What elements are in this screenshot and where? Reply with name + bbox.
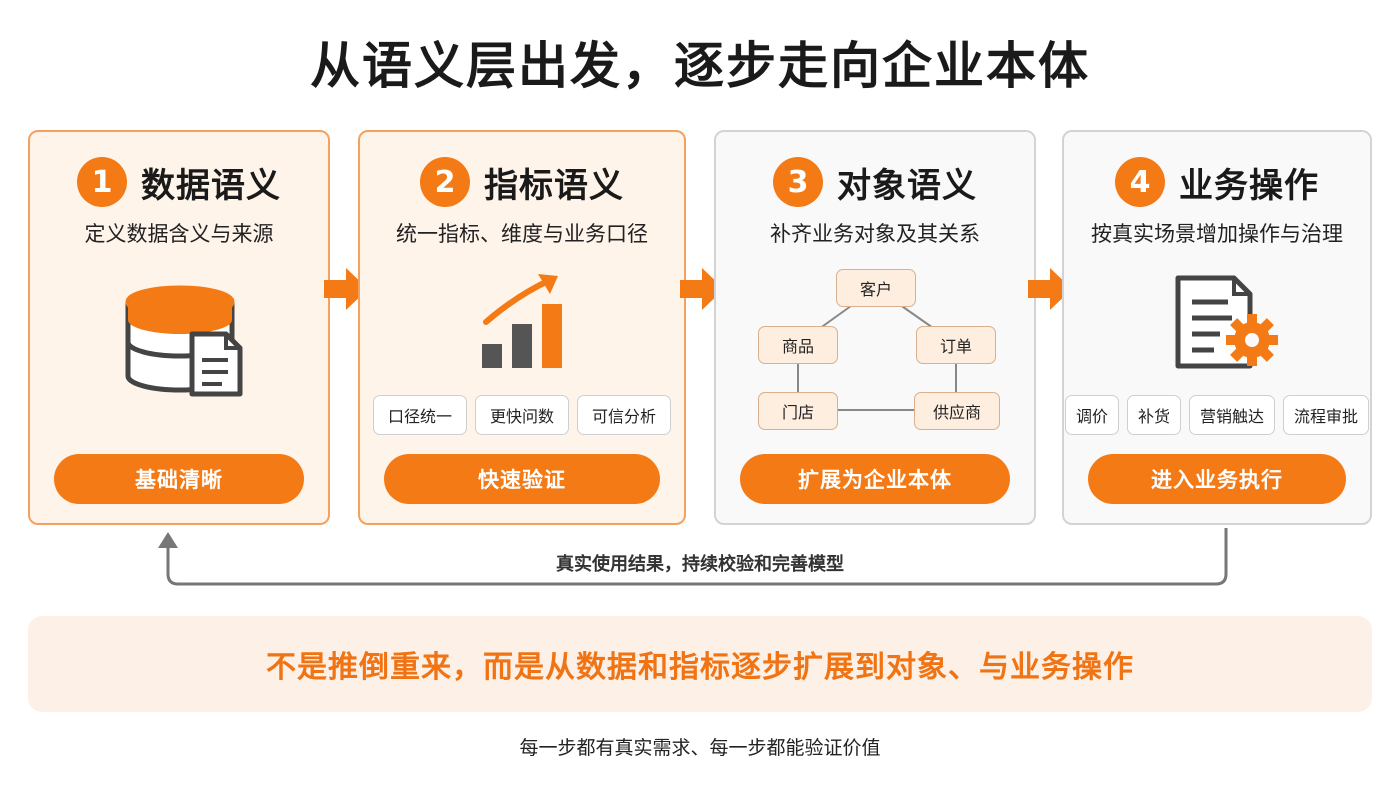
tag-item[interactable]: 补货 xyxy=(1126,395,1181,435)
step-header: 3 对象语义 xyxy=(716,156,1034,208)
arrow-right-icon xyxy=(1028,268,1072,314)
step-subtitle: 补齐业务对象及其关系 xyxy=(770,222,980,246)
step-header: 1 数据语义 xyxy=(30,156,328,208)
step-title: 对象语义 xyxy=(837,165,977,206)
step-number-badge: 1 xyxy=(77,157,127,207)
graph-node[interactable]: 商品 xyxy=(758,326,838,364)
tag-item[interactable]: 流程审批 xyxy=(1283,395,1370,435)
step-number-badge: 3 xyxy=(773,157,823,207)
bar-chart-growth-icon xyxy=(476,270,572,374)
summary-banner: 不是推倒重来，而是从数据和指标逐步扩展到对象、与业务操作 xyxy=(28,616,1372,712)
object-graph-icon: 客户 商品 订单 门店 供应商 xyxy=(716,264,1038,444)
step-title: 业务操作 xyxy=(1179,165,1319,206)
step-card-object-semantics: 3 对象语义 补齐业务对象及其关系 客户 商品 订单 门店 供应商 扩展为企业本… xyxy=(714,130,1036,525)
arrow-right-icon xyxy=(680,268,724,314)
step-result-button[interactable]: 基础清晰 xyxy=(54,454,304,504)
step-subtitle: 按真实场景增加操作与治理 xyxy=(1091,222,1343,246)
step-number-badge: 2 xyxy=(420,157,470,207)
graph-node[interactable]: 供应商 xyxy=(914,392,1000,430)
tag-group: 口径统一 更快问数 可信分析 xyxy=(360,395,684,435)
graph-node[interactable]: 订单 xyxy=(916,326,996,364)
step-subtitle: 统一指标、维度与业务口径 xyxy=(396,222,648,246)
tag-item[interactable]: 调价 xyxy=(1064,395,1119,435)
step-card-business-operations: 4 业务操作 按真实场景增加操作与治理 xyxy=(1062,130,1372,525)
arrow-right-icon xyxy=(324,268,368,314)
page-title: 从语义层出发，逐步走向企业本体 xyxy=(310,37,1090,95)
step-subtitle: 定义数据含义与来源 xyxy=(84,222,274,246)
database-document-icon xyxy=(122,280,252,404)
step-card-data-semantics: 1 数据语义 定义数据含义与来源 基础清晰 xyxy=(28,130,330,525)
step-card-metric-semantics: 2 指标语义 统一指标、维度与业务口径 口径统一 更快问数 可信分析 快速验证 xyxy=(358,130,686,525)
tag-item[interactable]: 营销触达 xyxy=(1189,395,1276,435)
step-result-button[interactable]: 快速验证 xyxy=(384,454,660,504)
step-result-button[interactable]: 进入业务执行 xyxy=(1088,454,1346,504)
graph-node[interactable]: 门店 xyxy=(758,392,838,430)
step-result-button[interactable]: 扩展为企业本体 xyxy=(740,454,1010,504)
document-gear-icon xyxy=(1168,272,1288,376)
feedback-label: 真实使用结果，持续校验和完善模型 xyxy=(548,554,852,575)
step-title: 指标语义 xyxy=(484,165,624,206)
graph-node[interactable]: 客户 xyxy=(836,269,916,307)
feedback-loop-arrow-icon xyxy=(0,528,1400,598)
feedback-label-wrap: 真实使用结果，持续校验和完善模型 xyxy=(0,550,1400,576)
step-title: 数据语义 xyxy=(141,165,281,206)
footnote: 每一步都有真实需求、每一步都能验证价值 xyxy=(519,737,881,759)
step-number-badge: 4 xyxy=(1115,157,1165,207)
tag-group: 调价 补货 营销触达 流程审批 xyxy=(1064,395,1370,435)
step-header: 2 指标语义 xyxy=(360,156,684,208)
tag-item[interactable]: 更快问数 xyxy=(474,395,569,435)
tag-item[interactable]: 口径统一 xyxy=(372,395,467,435)
step-header: 4 业务操作 xyxy=(1064,156,1370,208)
tag-item[interactable]: 可信分析 xyxy=(577,395,672,435)
